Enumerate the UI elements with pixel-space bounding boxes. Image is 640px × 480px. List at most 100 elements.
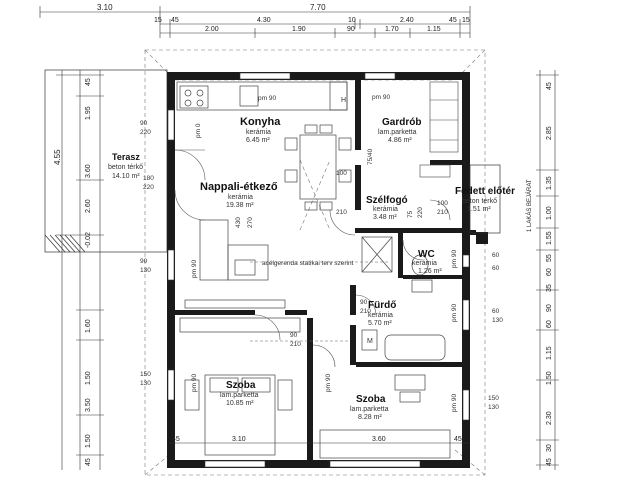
dim-left-1: 45 bbox=[85, 78, 92, 86]
dim-right-8: 35 bbox=[546, 284, 553, 292]
label-w430: 430 bbox=[235, 217, 242, 228]
label-7540: 75/40 bbox=[367, 148, 374, 165]
room-wc-material: kerámia bbox=[412, 260, 437, 267]
dim-right-4: 1.00 bbox=[546, 206, 553, 220]
dim-right-3: 1.35 bbox=[546, 176, 553, 190]
room-fedett-area: 1.51 m² bbox=[467, 206, 491, 213]
top-dimensions bbox=[39, 6, 471, 38]
label-pm90-w4: pm 90 bbox=[451, 394, 458, 412]
gardrob-shelves bbox=[419, 81, 459, 178]
dim-left-7: 1.50 bbox=[85, 371, 92, 385]
room-wc-name: WC bbox=[418, 249, 435, 260]
label-d90-210-b-2: 210 bbox=[290, 341, 301, 348]
room-nappali-name: Nappali-étkező bbox=[200, 181, 278, 193]
dim-top-row2-d: 2.40 bbox=[400, 17, 414, 24]
room-terasz-name: Terasz bbox=[112, 152, 140, 162]
left-dimensions bbox=[56, 70, 104, 470]
label-d90-210-a-1: 90 bbox=[360, 299, 368, 306]
room-nappali-material: kerámia bbox=[228, 194, 253, 201]
dim-left-6: 1.60 bbox=[85, 319, 92, 333]
bedroom-furniture bbox=[179, 317, 451, 459]
label-w90-130-a-2: 130 bbox=[140, 267, 151, 274]
label-w150-130-2: 130 bbox=[140, 380, 151, 387]
beam-lines bbox=[250, 261, 390, 342]
dim-top-row2-e: 45 bbox=[449, 17, 457, 24]
dim-right-7: 60 bbox=[546, 268, 553, 276]
dim-top-row2-b: 4.30 bbox=[257, 17, 271, 24]
label-w60-130-2: 130 bbox=[492, 317, 503, 324]
mark-m: M bbox=[367, 338, 373, 345]
room-terasz-material: beton térkő bbox=[108, 164, 143, 171]
label-w150-130-b-1: 150 bbox=[488, 395, 499, 402]
terrace-outline bbox=[44, 69, 168, 253]
windows bbox=[167, 72, 470, 468]
room-gardrob-area: 4.86 m² bbox=[388, 137, 412, 144]
dim-top-row3-a: 2.00 bbox=[205, 26, 219, 33]
dim-left-4: 2.60 bbox=[85, 199, 92, 213]
dim-top-row3-e: 1.15 bbox=[427, 26, 441, 33]
label-d100-210-a-2: 210 bbox=[336, 209, 347, 216]
dim-bottom-left-a: 45 bbox=[172, 436, 180, 443]
dim-top-15-right: 15 bbox=[462, 17, 470, 24]
dim-top-row2-a: 45 bbox=[171, 17, 179, 24]
label-w180-220-2: 220 bbox=[143, 184, 154, 191]
dim-right-9: 90 bbox=[546, 304, 553, 312]
room-szoba1-material: lam.parketta bbox=[220, 392, 259, 399]
room-szoba1-area: 10.85 m² bbox=[226, 400, 254, 407]
dim-bottom-right-a: 3.60 bbox=[372, 436, 386, 443]
label-pm90-kitchen: pm 90 bbox=[258, 95, 276, 102]
dim-bottom-right-b: 45 bbox=[454, 436, 462, 443]
doors bbox=[174, 149, 451, 368]
dim-right-1: 45 bbox=[546, 82, 553, 90]
label-pm90-gardrob: pm 90 bbox=[372, 94, 390, 101]
label-pm90-w3: pm 90 bbox=[451, 304, 458, 322]
room-konyha-name: Konyha bbox=[240, 116, 281, 128]
label-pm0: pm 0 bbox=[195, 123, 202, 138]
room-szoba2-material: lam.parketta bbox=[350, 406, 389, 413]
room-fedett-material: beton térkő bbox=[462, 198, 497, 205]
room-gardrob-material: lam.parketta bbox=[378, 129, 417, 136]
dim-right-2: 2.85 bbox=[546, 126, 553, 140]
bathroom-fixtures bbox=[361, 236, 446, 361]
label-pm90-w1: pm 90 bbox=[191, 260, 198, 278]
dim-left-10: 45 bbox=[85, 458, 92, 466]
dim-right-12: 1.50 bbox=[546, 371, 553, 385]
label-w60-130-1: 60 bbox=[492, 308, 500, 315]
dim-bottom-left-b: 3.10 bbox=[232, 436, 246, 443]
dim-left-5: -0.02 bbox=[85, 232, 92, 248]
label-w60-60-a-1: 60 bbox=[492, 252, 500, 259]
dim-top-overall-right: 7.70 bbox=[310, 3, 326, 12]
dim-right-14: 30 bbox=[546, 444, 553, 452]
dim-right-10: 60 bbox=[546, 320, 553, 328]
label-w90-220-a-2: 220 bbox=[140, 129, 151, 136]
beam-note: acélgerenda statikai terv szerint bbox=[262, 260, 354, 267]
room-szelfogo-material: kerámia bbox=[373, 206, 398, 213]
room-fedett-name: Fedett előtér bbox=[455, 186, 515, 197]
dim-right-6: 55 bbox=[546, 254, 553, 262]
covered-entry bbox=[469, 164, 501, 234]
dim-right-13: 2.30 bbox=[546, 411, 553, 425]
label-w150-130-1: 150 bbox=[140, 371, 151, 378]
label-220: 220 bbox=[417, 207, 424, 218]
label-w150-130-b-2: 130 bbox=[488, 404, 499, 411]
label-d100-210-b-2: 210 bbox=[437, 209, 448, 216]
dim-top-row3-b: 1.90 bbox=[292, 26, 306, 33]
dim-right-5: 1.55 bbox=[546, 231, 553, 245]
room-gardrob-name: Gardrób bbox=[382, 117, 421, 128]
label-d100-210-b-1: 100 bbox=[437, 200, 448, 207]
mark-h: H bbox=[341, 97, 346, 104]
label-d90-210-b-1: 90 bbox=[290, 332, 298, 339]
room-szoba2-area: 8.28 m² bbox=[358, 414, 382, 421]
room-furdo-name: Fürdő bbox=[368, 300, 396, 311]
dim-top-row2-c: 10 bbox=[348, 17, 356, 24]
entrance-label: 1 LAKÁS BEJÁRAT bbox=[526, 179, 533, 232]
room-furdo-area: 5.70 m² bbox=[368, 320, 392, 327]
room-szelfogo-area: 3.48 m² bbox=[373, 214, 397, 221]
label-pm90-w5: pm 90 bbox=[451, 250, 458, 268]
dim-left-9: 1.50 bbox=[85, 434, 92, 448]
label-pm90-w2: pm 90 bbox=[191, 374, 198, 392]
dim-top-overall-left: 3.10 bbox=[97, 3, 113, 12]
label-pm90-w6: pm 90 bbox=[325, 374, 332, 392]
